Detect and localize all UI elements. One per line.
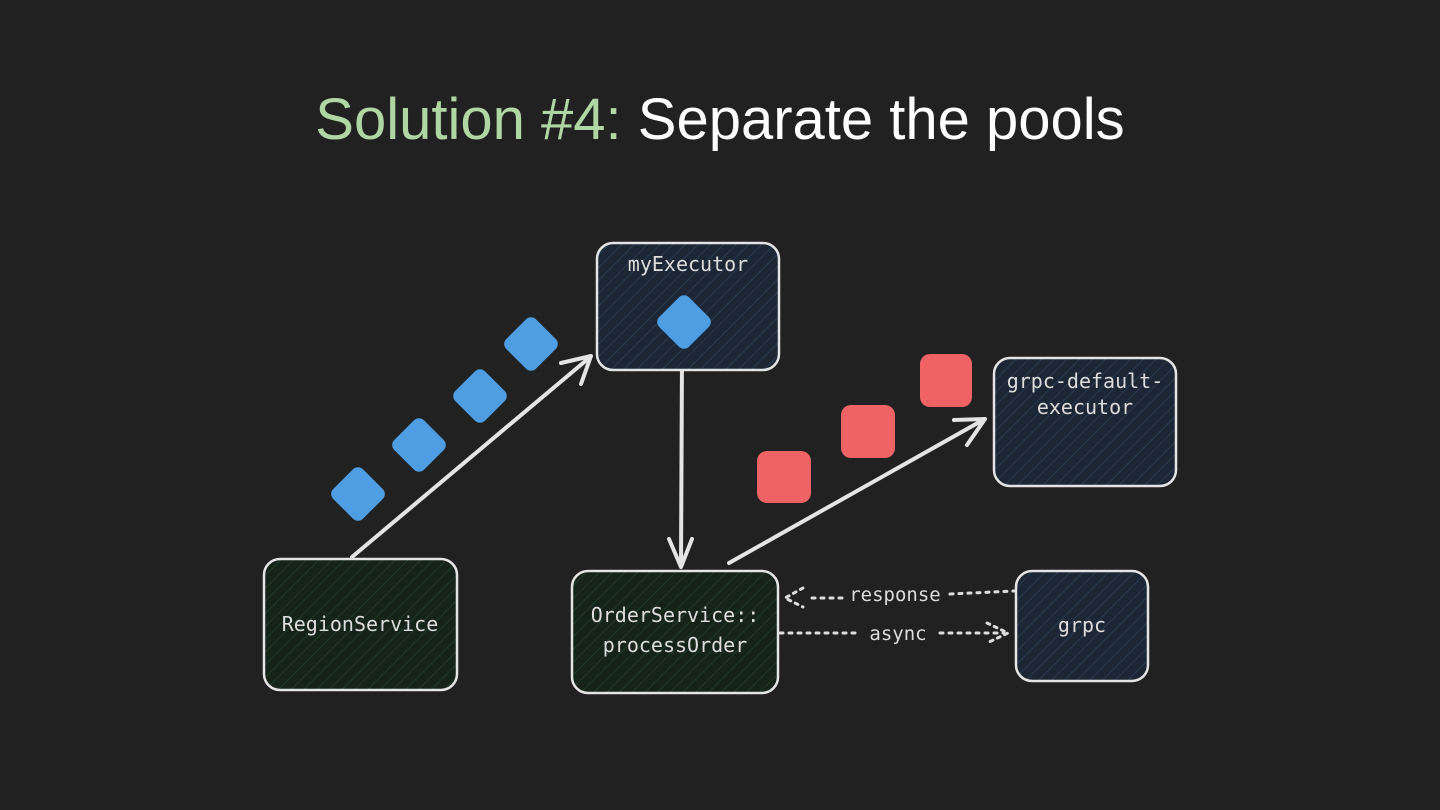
node-my-executor-label: myExecutor <box>628 252 748 276</box>
blue-task-diamond <box>453 369 507 423</box>
node-region-service: RegionService <box>262 557 459 692</box>
title-main: Separate the pools <box>637 87 1125 152</box>
blue-task-diamond-active <box>657 295 711 349</box>
red-task-square <box>757 451 811 503</box>
red-task-square <box>920 354 972 407</box>
response-connector: response <box>781 584 1016 609</box>
node-grpc-label: grpc <box>1058 613 1106 637</box>
node-region-service-label: RegionService <box>282 612 439 636</box>
node-order-service: OrderService:: processOrder <box>570 569 780 695</box>
node-order-service-line2: processOrder <box>603 633 748 657</box>
title-prefix: Solution #4: <box>315 87 622 152</box>
blue-task-diamond <box>504 317 558 371</box>
blue-task-diamond <box>392 418 446 472</box>
arrow-orderservice-to-grpc-default-executor <box>727 417 987 565</box>
response-label: response <box>849 584 941 606</box>
arrow-myexecutor-to-orderservice <box>667 354 694 569</box>
async-label: async <box>869 623 926 645</box>
blue-task-queue <box>331 295 711 521</box>
red-task-square <box>841 405 895 458</box>
node-grpc-default-executor-line1: grpc-default- <box>1007 369 1164 393</box>
blue-task-diamond <box>331 467 385 521</box>
async-connector: async <box>778 621 1012 645</box>
node-order-service-line1: OrderService:: <box>591 603 760 627</box>
node-grpc-default-executor-line2: executor <box>1037 395 1133 419</box>
red-task-queue <box>757 354 972 503</box>
node-grpc-default-executor: grpc-default- executor <box>992 356 1178 488</box>
node-grpc: grpc <box>1014 569 1150 683</box>
arrow-region-to-myexecutor <box>350 354 593 559</box>
slide-title: Solution #4: Separate the pools <box>0 84 1440 156</box>
